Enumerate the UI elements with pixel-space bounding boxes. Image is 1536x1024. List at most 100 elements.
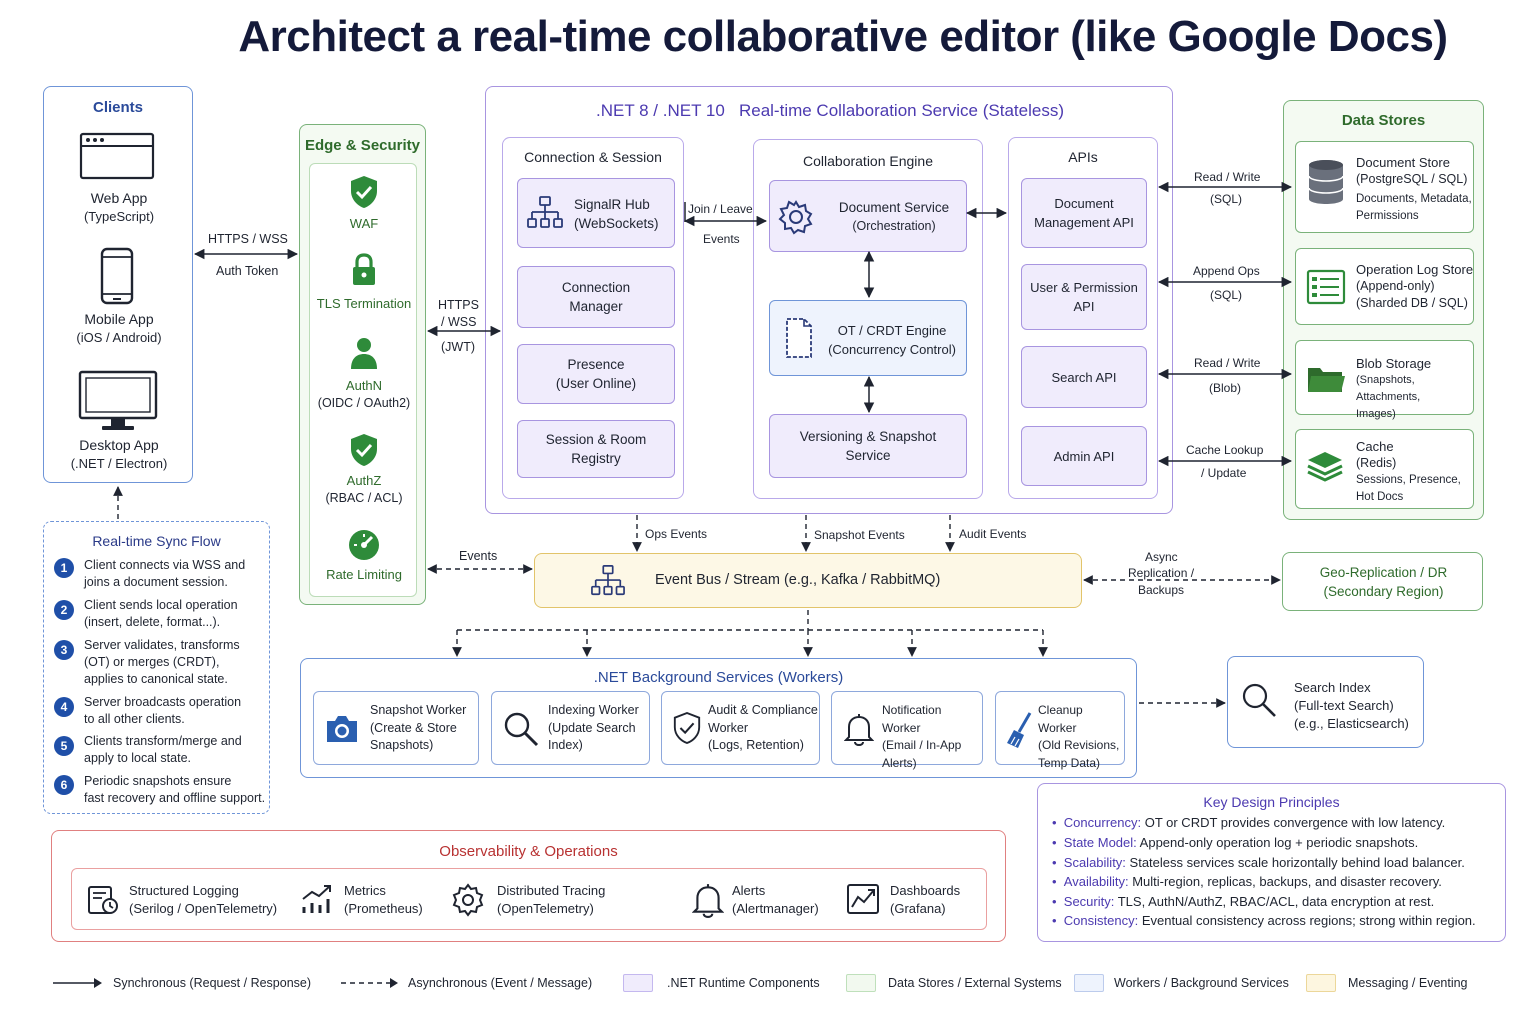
audit-worker-box: Audit & Compliance Worker (Logs, Retenti…: [661, 691, 820, 765]
obs0-l2: (Serilog / OpenTelemetry): [129, 901, 278, 916]
legend-runtime-label: .NET Runtime Components: [667, 976, 820, 990]
connection-manager-box: Connection Manager: [517, 266, 675, 328]
engine-events-label: Events: [703, 232, 740, 246]
connection-session-panel: Connection & Session SignalR Hub (WebSoc…: [502, 137, 684, 499]
ops-events-label: Ops Events: [645, 527, 708, 541]
blob-storage-box: Blob Storage (Snapshots, Attachments, Im…: [1295, 340, 1474, 420]
waf-label: WAF: [349, 216, 379, 231]
observability-panel: Observability & Operations Structured Lo…: [51, 830, 1006, 942]
presence-box: Presence (User Online): [517, 344, 675, 404]
obs0-l1: Structured Logging: [129, 883, 239, 898]
edge-link-l3: (JWT): [441, 340, 476, 354]
api0-l2: Management API: [1034, 215, 1134, 230]
w4-l3: Temp Data): [1038, 755, 1101, 770]
api0-l1: Document: [1054, 196, 1114, 211]
ds-link0-bottom: (SQL): [1210, 192, 1243, 206]
blob-store-l2: Images): [1356, 408, 1396, 420]
step-3-l3: applies to canonical state.: [84, 672, 228, 686]
step-2-l1: Client sends local operation: [84, 598, 238, 612]
doc-service-l1: Document Service: [838, 200, 950, 215]
cache-l1: (Redis): [1356, 456, 1397, 470]
page-title: Architect a real-time collaborative edit…: [238, 12, 1448, 61]
registry-l2: Registry: [571, 451, 621, 466]
step-6-badge: 6: [54, 775, 74, 795]
engine-title: Collaboration Engine: [803, 153, 933, 169]
obs2-l1: Distributed Tracing: [497, 883, 606, 898]
user-permission-api-box: User & Permission API: [1021, 264, 1147, 330]
collaboration-service-panel: .NET 8 / .NET 10 Real-time Collaboration…: [485, 86, 1173, 514]
principle-concurrency: • Concurrency: OT or CRDT provides conve…: [1052, 815, 1446, 830]
legend-async-arrow: [341, 978, 398, 988]
step-1-l1: Client connects via WSS and: [84, 558, 246, 572]
apis-title: APIs: [1068, 149, 1098, 165]
legend-messaging-swatch: [1306, 974, 1336, 992]
ds-link2-bottom: (Blob): [1209, 381, 1242, 395]
oplog-store-l1: (Append-only): [1356, 279, 1435, 293]
step-6-l1: Periodic snapshots ensure: [84, 774, 232, 788]
obs3-l1: Alerts: [732, 883, 766, 898]
legend-data-swatch: [846, 974, 876, 992]
async-l2: Replication /: [1128, 566, 1195, 580]
ver-l1: Versioning & Snapshot: [799, 429, 937, 444]
presence-l1: Presence: [567, 357, 625, 372]
legend-data-label: Data Stores / External Systems: [888, 976, 1062, 990]
w4-l1: Cleanup Worker: [1038, 703, 1083, 735]
step-3-badge: 3: [54, 640, 74, 660]
ds-link1-top: Append Ops: [1193, 264, 1260, 278]
step-3-l2: (OT) or merges (CRDT),: [84, 655, 220, 669]
api1-l2: API: [1073, 299, 1095, 314]
step-2-l2: (insert, delete, format...).: [84, 615, 221, 629]
audit-events-label: Audit Events: [959, 527, 1027, 541]
step-1-l2: joins a document session.: [84, 575, 228, 589]
authn-sub: (OIDC / OAuth2): [317, 396, 411, 410]
obs1-l2: (Prometheus): [344, 901, 423, 916]
bus-network-icon: [590, 564, 626, 603]
edge-link-l2: / WSS: [441, 315, 477, 329]
clients-link-bottom-label: Auth Token: [216, 264, 279, 278]
document-management-api-box: Document Management API: [1021, 178, 1147, 248]
desktop-app-sub: (.NET / Electron): [70, 456, 168, 471]
user-icon: [348, 336, 380, 375]
web-app-name: Web App: [90, 190, 148, 206]
principle-scalability: • Scalability: Stateless services scale …: [1052, 855, 1465, 870]
key-principles-panel: Key Design Principles • Concurrency: OT …: [1037, 783, 1506, 942]
lock-icon: [350, 252, 378, 293]
w3-l2: (Email / In-App: [882, 738, 962, 752]
background-workers-panel: .NET Background Services (Workers) Snaps…: [300, 658, 1137, 778]
document-store-box: Document Store (PostgreSQL / SQL) Docume…: [1295, 141, 1474, 233]
ds-link0-top: Read / Write: [1194, 170, 1261, 184]
edge-title: Edge & Security: [304, 137, 421, 154]
authz-label: AuthZ: [346, 473, 382, 488]
authz-sub: (RBAC / ACL): [325, 491, 403, 505]
step-3-l1: Server validates, transforms: [84, 638, 240, 652]
cache-box: Cache (Redis) Sessions, Presence, Hot Do…: [1295, 429, 1474, 509]
registry-l1: Session & Room: [545, 432, 647, 447]
document-service-box: Document Service (Orchestration): [769, 180, 967, 252]
ds-link1-bottom: (SQL): [1210, 288, 1243, 302]
admin-api-box: Admin API: [1021, 426, 1147, 486]
obs4-l2: (Grafana): [890, 901, 946, 916]
log-file-icon: [86, 883, 120, 922]
waf-shield-icon: [348, 174, 380, 215]
ver-l2: Service: [845, 448, 891, 463]
hub-line2: (WebSockets): [574, 216, 659, 231]
search-index-l3: (e.g., Elasticsearch): [1294, 716, 1409, 731]
async-l1: Async: [1145, 550, 1178, 564]
step-1-badge: 1: [54, 558, 74, 578]
cache-name: Cache: [1356, 439, 1394, 454]
event-bus-label: Event Bus / Stream (e.g., Kafka / Rabbit…: [655, 572, 941, 588]
rate-limit-label: Rate Limiting: [326, 567, 402, 582]
ds-link3-bottom: / Update: [1201, 466, 1247, 480]
kp5-key: Consistency:: [1063, 913, 1139, 928]
gear-icon: [778, 199, 814, 240]
gauge-icon: [346, 528, 382, 565]
layers-icon: [1306, 450, 1344, 491]
smartphone-icon: [99, 247, 135, 310]
operation-log-store-box: Operation Log Store (Append-only) (Shard…: [1295, 248, 1474, 325]
edge-inner: WAF TLS Termination AuthN (OIDC / OAuth2…: [309, 163, 417, 597]
principle-state-model: • State Model: Append-only operation log…: [1052, 835, 1419, 850]
legend-runtime-swatch: [623, 974, 653, 992]
w1-l3: Index): [548, 738, 583, 752]
doc-store-l2: Documents, Metadata,: [1356, 193, 1472, 205]
step-5-badge: 5: [54, 736, 74, 756]
